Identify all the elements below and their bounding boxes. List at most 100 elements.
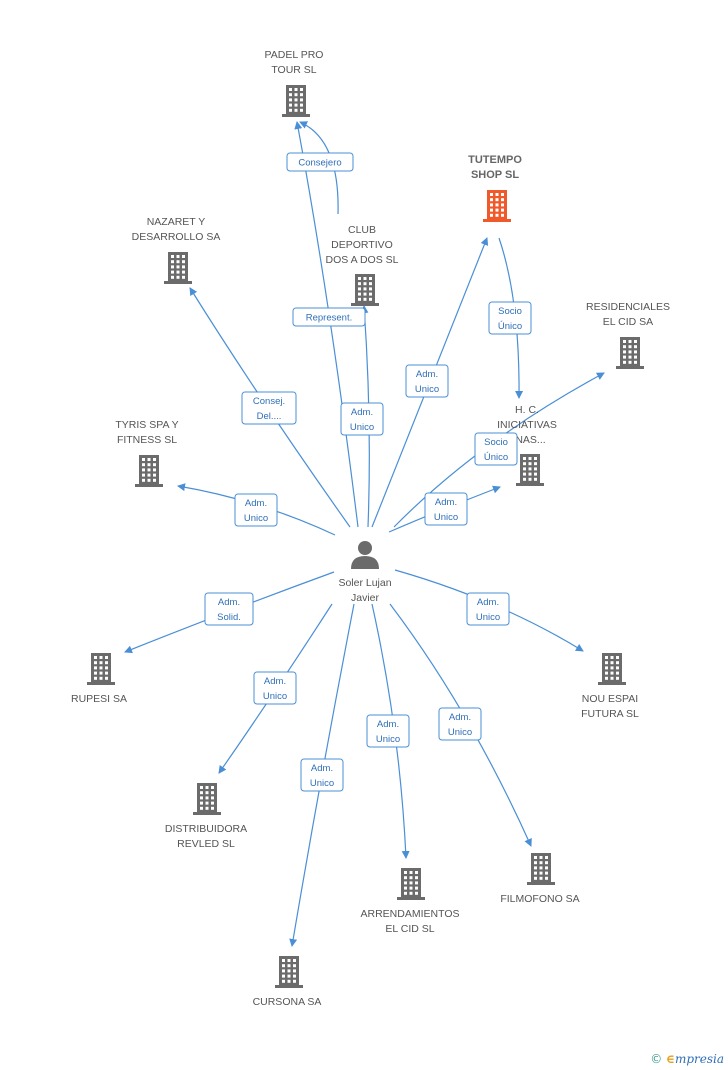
company-node-cursona[interactable]: CURSONA SA: [253, 956, 322, 1008]
edge-label-text: Adm.: [449, 712, 471, 723]
company-name-line: NOU ESPAI: [582, 693, 638, 705]
building-icon: [483, 190, 511, 222]
edge-label-text: Represent.: [306, 313, 352, 324]
company-name-line: NAZARET Y: [147, 216, 206, 228]
brand-name: mpresia: [674, 1052, 724, 1066]
edge-label-box: [300, 758, 344, 792]
edge-label-box: [488, 301, 532, 335]
edge-label-center-nazaret[interactable]: Consej. Del....: [241, 391, 297, 425]
company-name-line: EL CID SL: [385, 923, 434, 935]
company-name-line: FUTURA SL: [581, 708, 639, 720]
edge-label-text: Adm.: [477, 597, 499, 608]
building-icon: [135, 455, 163, 487]
edge-label-text: Unico: [476, 612, 500, 623]
company-node-tutempo[interactable]: TUTEMPO SHOP SL: [468, 154, 522, 222]
edge-label-text: Adm.: [311, 763, 333, 774]
edge-label-text: Adm.: [218, 597, 240, 608]
edge-label-box: [474, 432, 518, 466]
edge-label-club-padel[interactable]: Consejero: [286, 152, 354, 172]
edge-label-box: [292, 307, 366, 327]
edge-label-text: Único: [484, 452, 508, 463]
company-name-line: RESIDENCIALES: [586, 301, 670, 313]
edge-label-box: [424, 492, 468, 526]
company-name-line: SHOP SL: [471, 169, 519, 181]
edge-label-text: Consejero: [298, 158, 341, 169]
edge-label-box: [204, 592, 254, 626]
edge-label-text: Unico: [434, 512, 458, 523]
empresia-logo[interactable]: © ∈mpresia: [650, 1052, 724, 1066]
company-node-nou[interactable]: NOU ESPAI FUTURA SL: [581, 653, 639, 720]
company-name-line: TUTEMPO: [468, 154, 522, 166]
edge-label-center-hc[interactable]: Adm. Unico: [424, 492, 468, 526]
company-name-line: H. C.: [515, 404, 539, 416]
edge-label-text: Solid.: [217, 612, 241, 623]
edge-label-box: [366, 714, 410, 748]
edge-label-text: Del....: [257, 411, 282, 422]
building-icon: [164, 252, 192, 284]
edge-label-text: Unico: [350, 422, 374, 433]
edge-label-text: Adm.: [416, 369, 438, 380]
company-node-nazaret[interactable]: NAZARET Y DESARROLLO SA: [132, 216, 221, 284]
building-icon: [516, 454, 544, 486]
edge-label-text: Socio: [498, 306, 522, 317]
company-node-distribuidora[interactable]: DISTRIBUIDORA REVLED SL: [165, 783, 247, 850]
company-name-line: PADEL PRO: [265, 49, 324, 61]
building-icon: [282, 85, 310, 117]
edge-label-box: [253, 671, 297, 705]
edge-label-center-rupesi[interactable]: Adm. Solid.: [204, 592, 254, 626]
building-icon: [87, 653, 115, 685]
edge-label-text: Adm.: [351, 407, 373, 418]
edge-label-box: [466, 592, 510, 626]
copyright-symbol: ©: [650, 1052, 663, 1066]
company-name-line: FITNESS SL: [117, 434, 177, 446]
company-name-line: DEPORTIVO: [331, 239, 393, 251]
company-name-line: DISTRIBUIDORA: [165, 823, 247, 835]
edge-label-text: Unico: [448, 727, 472, 738]
edge-label-center-tyris[interactable]: Adm.Unico: [234, 493, 278, 527]
edge-label-text: Unico: [263, 691, 287, 702]
edge-label-text: Consej.: [253, 396, 285, 407]
edge-label-text: Adm.: [245, 498, 267, 509]
building-icon: [351, 274, 379, 306]
company-name-line: RUPESI SA: [71, 693, 127, 705]
edge-label-center-cursona[interactable]: Adm. Unico: [300, 758, 344, 792]
company-name-line: DESARROLLO SA: [132, 231, 221, 243]
company-node-filmofono[interactable]: FILMOFONO SA: [500, 853, 580, 905]
edge-label-box: [241, 391, 297, 425]
edge-label-center-club[interactable]: Adm. Unico: [340, 402, 384, 436]
company-node-rupesi[interactable]: RUPESI SA: [71, 653, 127, 705]
edge-label-box: [405, 364, 449, 398]
edge-label-center-nou[interactable]: Adm. Unico: [466, 592, 510, 626]
company-node-hc[interactable]: H. C.INICIATIVASANAS...: [497, 404, 557, 486]
edge-label-text: Adm.: [435, 497, 457, 508]
company-name-line: TYRIS SPA Y: [115, 419, 178, 431]
edge-label-text: Unico: [415, 384, 439, 395]
edge-label-center-arrendamientos[interactable]: Adm.Unico: [366, 714, 410, 748]
building-icon: [527, 853, 555, 885]
edge-label-text: Unico: [310, 778, 334, 789]
center-name-line1: Soler Lujan: [338, 577, 391, 589]
company-name-line: DOS A DOS SL: [326, 254, 399, 266]
company-node-padel[interactable]: PADEL PRO TOUR SL: [265, 49, 324, 117]
building-icon: [275, 956, 303, 988]
building-icon: [397, 868, 425, 900]
company-name-line: TOUR SL: [271, 64, 316, 76]
company-name-line: REVLED SL: [177, 838, 235, 850]
center-name-line2: Javier: [351, 592, 380, 604]
person-icon: [351, 541, 379, 569]
edge-label-center-filmofono[interactable]: Adm. Unico: [438, 707, 482, 741]
edge-label-center-padel[interactable]: Represent.: [292, 307, 366, 327]
company-node-tyris[interactable]: TYRIS SPA Y FITNESS SL: [115, 419, 179, 487]
edge-label-box: [438, 707, 482, 741]
edge-label-center-distribuidora[interactable]: Adm.Unico: [253, 671, 297, 705]
company-name-line: FILMOFONO SA: [500, 893, 579, 905]
edge-label-center-tutempo[interactable]: Adm. Unico: [405, 364, 449, 398]
